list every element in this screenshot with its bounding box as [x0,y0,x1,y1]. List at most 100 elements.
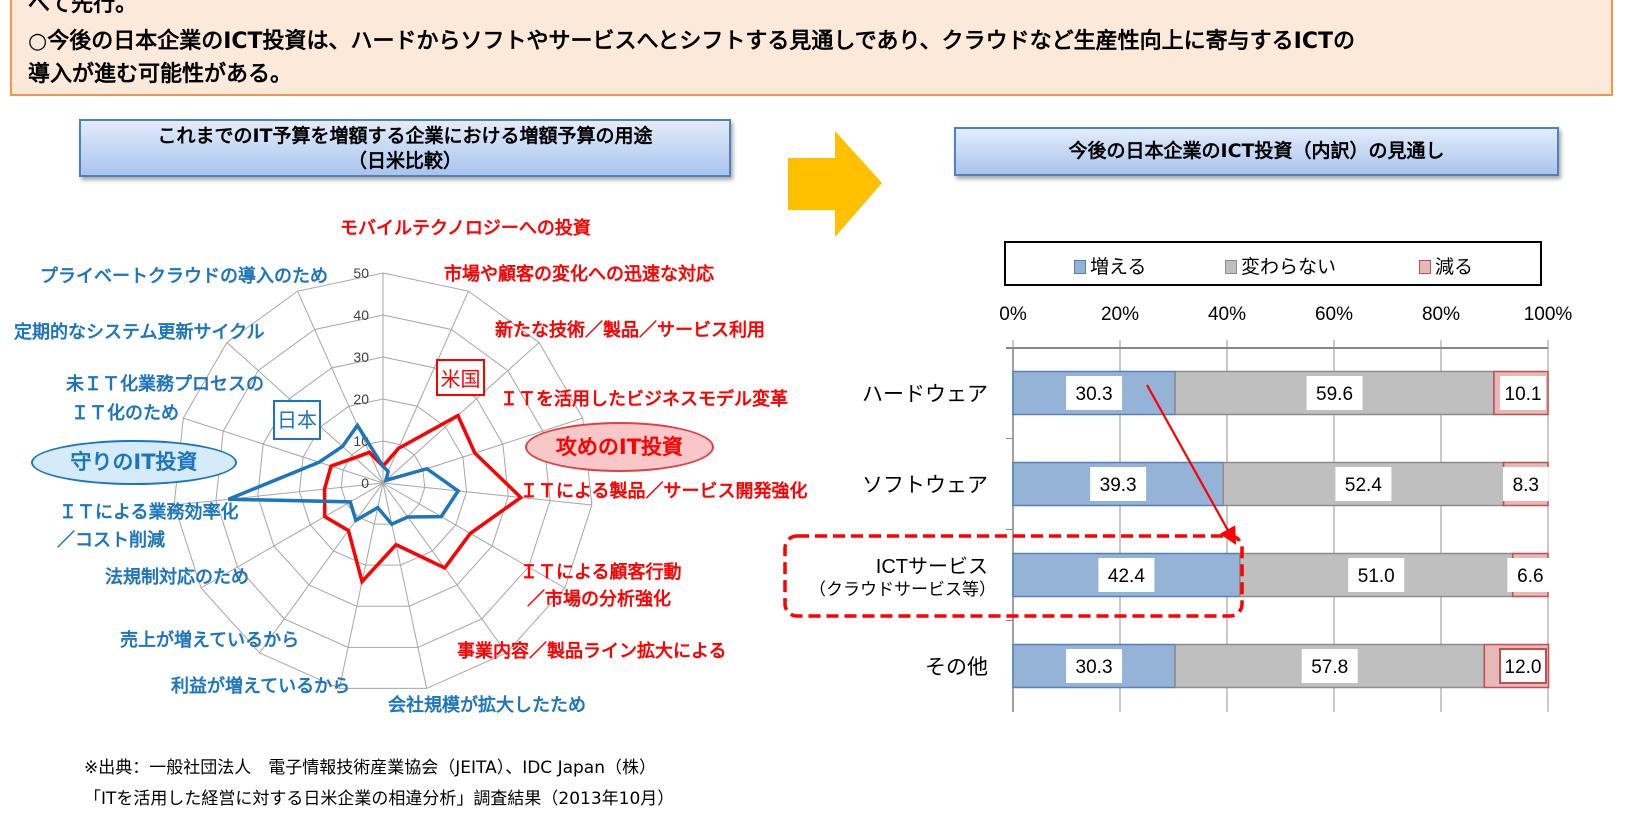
radar-tick-label: 50 [353,265,369,281]
radar-axis-label-2: ＩＴ化のため [71,403,179,424]
category-label: その他 [925,656,988,679]
data-label-box [1335,467,1392,501]
x-tick-label: 40% [1208,304,1246,325]
summary-box: べて先行。 ○今後の日本企業のICT投資は、ハードからソフトやサービスへとシフト… [10,0,1613,96]
radar-spoke [382,482,566,589]
us-series-line [322,413,524,586]
legend-label: 変わらない [1241,256,1337,278]
data-label: 39.3 [1100,475,1137,496]
radar-spoke [338,482,384,689]
data-label-box [1306,376,1363,410]
category-sublabel: （クラウドサービス等） [809,580,996,599]
radar-axis-label: 未ＩＴ化業務プロセスの [66,374,264,395]
data-label-box [1500,376,1546,410]
radar-tick-label: 20 [353,391,369,407]
radar-spoke [183,417,384,484]
category-label: ソフトウェア [862,474,988,497]
japan-series-line [227,422,461,527]
radar-tick-label: 0 [361,475,369,491]
data-label: 30.3 [1076,657,1113,678]
radar-axis-label: 売上が増えているから [120,630,300,651]
legend-item-increase: 増える [1074,252,1146,279]
radar-gridline [340,440,426,525]
radar-axis-label: 法規制対応のため [105,567,249,588]
radar-spoke [200,482,384,589]
us-series-tag: 米国 [436,359,485,396]
data-label-box [1098,558,1155,592]
x-tick-label: 80% [1422,304,1460,325]
radar-title-box: これまでのIT予算を増額する企業における増額予算の用途 （日米比較） [79,119,731,177]
radar-axis-label-2: ／市場の分析強化 [527,589,671,610]
data-label: 51.0 [1358,566,1395,587]
legend-item-decrease: 減る [1419,252,1473,279]
bar-title: 今後の日本企業のICT投資（内訳）の見通し [1068,140,1445,162]
bar-title-box: 今後の日本企業のICT投資（内訳）の見通し [954,127,1559,176]
footnote-line-2: 「ITを活用した経営に対する日米企業の相違分析」調査結果（2013年10月） [84,789,675,809]
data-label: 57.8 [1311,657,1348,678]
legend-label: 増える [1090,256,1147,278]
bar-legend: 増える 変わらない 減る [1004,241,1542,286]
data-label-box [1348,558,1405,592]
radar-title-line-1: これまでのIT予算を増額する企業における増額予算の用途 [157,125,653,147]
radar-gridline [215,314,551,648]
offensive-it-investment-badge: 攻めのIT投資 [525,422,714,472]
radar-axis-label: 利益が増えているから [171,676,351,697]
data-label-box [1499,648,1547,684]
data-label: 8.3 [1513,475,1539,496]
radar-tick-label: 40 [353,307,369,323]
radar-axis-label: ＩＴを活用したビジネスモデル変革 [500,389,788,410]
defensive-it-investment-badge: 守りのIT投資 [31,440,237,485]
legend-swatch-same [1225,260,1237,274]
legend-item-same: 変わらない [1225,252,1336,279]
radar-spoke [382,482,592,506]
data-label: 30.3 [1076,384,1113,405]
x-tick-label: 0% [999,304,1027,325]
radar-spoke [382,482,428,689]
data-label-box [1502,467,1549,501]
data-label: 6.6 [1517,566,1543,587]
japan-series-tag: 日本 [273,400,321,440]
radar-gridline [298,398,468,566]
radar-spoke [259,482,384,654]
radar-axis-label: モバイルテクノロジーへの投資 [340,218,591,239]
legend-swatch-increase [1074,260,1086,274]
summary-line-1: ○今後の日本企業のICT投資は、ハードからソフトやサービスへとシフトする見通しで… [28,29,1356,54]
summary-line-cut: べて先行。 [28,0,138,17]
radar-axis-label: 定期的なシステム更新サイクル [14,322,265,343]
data-label: 10.1 [1505,384,1542,405]
radar-axis-label: 新たな技術／製品／サービス利用 [495,320,765,341]
data-label: 12.0 [1505,657,1542,678]
radar-axis-label: ＩＴによる業務効率化 [59,502,239,523]
trend-arrow [1146,384,1237,545]
highlight-dashed-box [783,534,1244,618]
radar-axis-label: ＩＴによる製品／サービス開発強化 [520,481,808,502]
legend-label: 減る [1435,256,1474,278]
data-label: 52.4 [1345,475,1382,496]
x-tick-label: 100% [1524,304,1573,325]
radar-gridline [173,272,593,689]
summary-line-2: 導入が進む可能性がある。 [28,62,293,87]
radar-axis-label: 市場や顧客の変化への迅速な対応 [444,264,714,285]
data-label-box [1301,649,1358,683]
data-label-box [1507,558,1554,592]
footnote-line-1: ※出典：一般社団法人 電子情報技術産業協会（JEITA）、IDC Japan（株… [84,758,656,778]
category-label: ICTサービス [876,555,988,578]
right-arrow-icon [788,131,882,237]
data-label-box [1066,376,1123,410]
data-label-box [1090,467,1147,501]
radar-axis-label: プライベートクラウドの導入のため [40,266,328,287]
radar-tick-label: 30 [353,349,369,365]
data-label-box [1066,649,1123,683]
radar-axis-label: 事業内容／製品ライン拡大による [457,641,727,662]
x-tick-label: 60% [1315,304,1353,325]
category-label: ハードウェア [862,383,988,406]
legend-swatch-decrease [1419,260,1431,274]
radar-title-line-2: （日米比較） [347,150,462,172]
radar-axis-label-2: ／コスト削減 [57,530,165,551]
radar-axis-label: ＩＴによる顧客行動 [520,562,682,583]
radar-axis-label: 会社規模が拡大したため [388,695,586,716]
data-label: 59.6 [1316,384,1353,405]
radar-spoke [382,342,540,484]
